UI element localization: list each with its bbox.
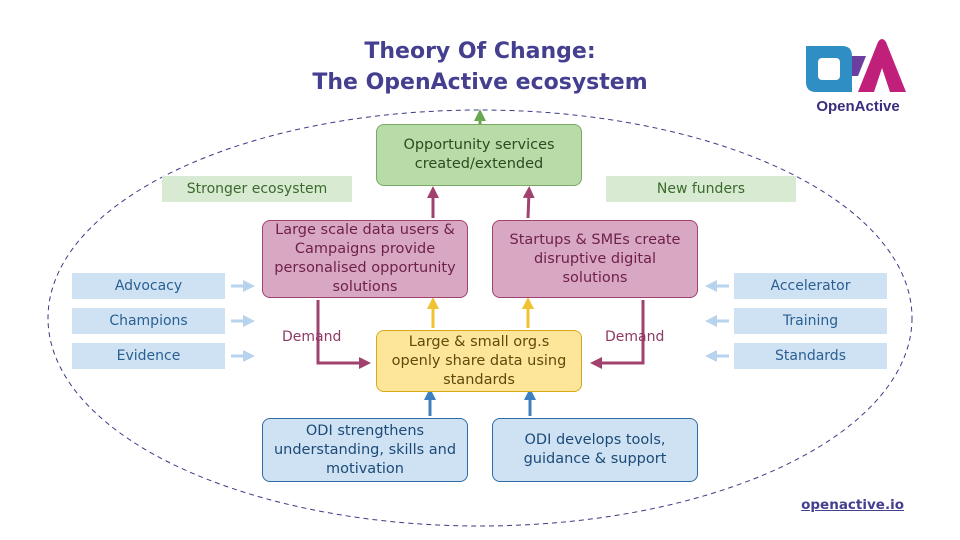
stronger-ecosystem-tag: Stronger ecosystem <box>162 176 352 202</box>
opportunity-services-text: Opportunity services created/extended <box>403 137 555 172</box>
input-evidence-label: Evidence <box>116 347 181 364</box>
open-data-sharing-text: Large & small org.s openly share data us… <box>391 333 567 388</box>
input-champions-label: Champions <box>109 312 188 329</box>
openactive-logo-mark <box>806 39 906 92</box>
input-training: Training <box>734 308 887 334</box>
new-funders-text: New funders <box>656 180 746 197</box>
input-champions: Champions <box>72 308 225 334</box>
title-line-2: The OpenActive ecosystem <box>312 70 648 95</box>
input-training-label: Training <box>782 312 839 329</box>
arrow-right-to-top <box>522 186 535 219</box>
odi-develops-text: ODI develops tools, guidance & support <box>523 432 667 467</box>
open-data-sharing-box: Large & small org.s openly share data us… <box>376 330 582 392</box>
startups-smes-box: Startups & SMEs create disruptive digita… <box>492 220 698 298</box>
data-users-campaigns-text: Large scale data users & Campaigns provi… <box>274 222 456 295</box>
stronger-ecosystem-text: Stronger ecosystem <box>186 180 328 197</box>
title-line-1: Theory Of Change: <box>364 39 596 64</box>
input-accelerator: Accelerator <box>734 273 887 299</box>
new-funders-tag: New funders <box>606 176 796 202</box>
odi-strengthens-box: ODI strengthens understanding, skills an… <box>262 418 468 482</box>
input-advocacy: Advocacy <box>72 273 225 299</box>
page-title: Theory Of Change: The OpenActive ecosyst… <box>240 36 720 98</box>
ecosystem-boundary <box>47 109 913 527</box>
input-accelerator-label: Accelerator <box>770 277 851 294</box>
demand-label-left: Demand <box>282 329 342 345</box>
input-advocacy-label: Advocacy <box>114 277 183 294</box>
opportunity-services-box: Opportunity services created/extended <box>376 124 582 186</box>
logo-wordmark: OpenActive <box>816 98 900 115</box>
openactive-logo: OpenActive <box>800 38 920 118</box>
input-evidence: Evidence <box>72 343 225 369</box>
arrow-demand-left <box>316 300 371 369</box>
arrow-demand-right <box>590 300 645 369</box>
input-standards-label: Standards <box>775 347 846 364</box>
odi-strengthens-text: ODI strengthens understanding, skills an… <box>273 422 457 477</box>
odi-develops-box: ODI develops tools, guidance & support <box>492 418 698 482</box>
data-users-campaigns-box: Large scale data users & Campaigns provi… <box>262 220 468 298</box>
input-standards: Standards <box>734 343 887 369</box>
openactive-link[interactable]: openactive.io <box>801 497 904 513</box>
demand-label-right: Demand <box>605 329 665 345</box>
startups-smes-text: Startups & SMEs create disruptive digita… <box>509 231 681 286</box>
